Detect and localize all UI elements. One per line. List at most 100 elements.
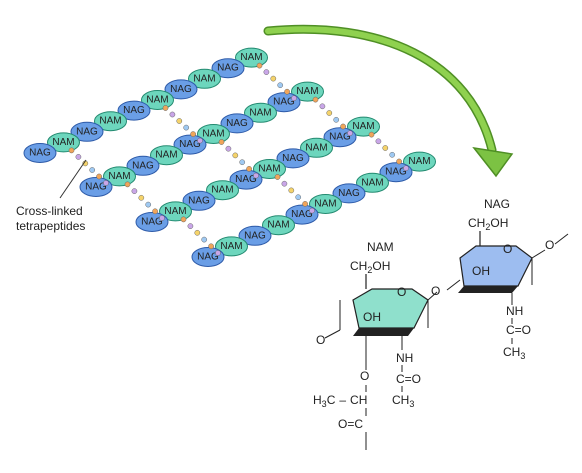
chain-1-nam-bead: NAM	[141, 90, 174, 110]
amino-acid-dot	[138, 194, 145, 201]
chain-3-nam-bead: NAM	[206, 180, 239, 201]
nam-oh: OH	[363, 310, 381, 324]
amino-acid-dot	[89, 167, 96, 173]
amino-acid-dot	[309, 207, 315, 214]
tetrapeptide-crosslink	[368, 131, 409, 172]
callout-line-1: Cross-linked	[16, 204, 83, 218]
amino-acid-dot	[124, 181, 131, 188]
chain-2-nam-bead: NAM	[150, 145, 183, 166]
nag-label: NAG	[141, 217, 163, 228]
amino-acid-dot	[281, 180, 288, 187]
chain-4-nam-bead: NAM	[356, 172, 389, 193]
amino-acid-dot	[68, 147, 75, 154]
chain-3-nag-bead: NAG	[182, 190, 216, 211]
glycosidic-o: O	[431, 284, 440, 298]
nag-nh: NH	[506, 304, 523, 318]
amino-acid-dot	[215, 250, 221, 256]
chain-4-nam-bead: NAM	[403, 151, 436, 172]
nam-label: NAM	[155, 150, 177, 161]
nag-label: NAG	[282, 153, 304, 164]
nag-structure-title: NAG	[484, 197, 510, 211]
nag-right-o: O	[545, 238, 554, 252]
amino-acid-dot	[396, 158, 402, 165]
chain-3-nam-bead: NAM	[253, 159, 286, 179]
nag-c-eq-o: C=O	[506, 323, 531, 337]
amino-acid-dot	[180, 216, 187, 223]
tetrapeptide-crosslink	[180, 216, 221, 256]
amino-acid-dot	[162, 105, 169, 111]
amino-acid-dot	[103, 180, 109, 186]
nag-label: NAG	[29, 148, 51, 159]
glycan-chains: NAMNAGNAMNAGNAMNAGNAMNAGNAMNAGNAMNAGNAMN…	[23, 47, 436, 267]
nag-label: NAG	[385, 167, 407, 178]
nam-c-eq-o: C=O	[396, 372, 421, 386]
amino-acid-dot	[302, 201, 308, 207]
tetrapeptide-crosslink	[124, 181, 165, 221]
amino-acid-dot	[208, 243, 214, 250]
amino-acid-dot	[382, 145, 389, 151]
nag-label: NAG	[76, 126, 98, 137]
amino-acid-dot	[326, 110, 333, 116]
nam-h3c-ch: H3C–CH	[313, 393, 367, 409]
nag-structure: NAG CH2OH O OH O NH C=O CH3	[458, 197, 569, 361]
amino-acid-dot	[232, 152, 239, 159]
nam-o-eq-c: O=C	[338, 417, 363, 431]
amino-acid-dot	[389, 151, 396, 158]
amino-acid-dot	[340, 123, 346, 130]
amino-acid-dot	[75, 154, 82, 160]
chain-2-nam-bead: NAM	[244, 102, 277, 123]
amino-acid-dot	[246, 166, 252, 172]
amino-acid-dot	[288, 187, 295, 194]
amino-acid-dot	[197, 137, 203, 144]
chain-3-nag-bead: NAG	[135, 212, 169, 232]
nag-oh: OH	[472, 264, 490, 278]
nam-label: NAM	[211, 185, 233, 196]
amino-acid-dot	[319, 103, 326, 110]
callout-line-2: tetrapeptides	[16, 219, 85, 233]
chain-2-nam-bead: NAM	[103, 166, 136, 187]
chain-3-nam-bead: NAM	[300, 137, 333, 158]
chain-1-nag-bead: NAG	[23, 143, 57, 163]
nam-label: NAM	[108, 171, 130, 182]
nam-label: NAM	[193, 73, 215, 84]
nam-left-o: O	[316, 333, 325, 347]
nag-ring-o: O	[503, 242, 512, 256]
amino-acid-dot	[270, 75, 277, 82]
nam-nh: NH	[396, 351, 413, 365]
chain-4-nam-bead: NAM	[309, 194, 342, 214]
amino-acid-dot	[263, 69, 270, 75]
nag-label: NAG	[291, 209, 313, 220]
nam-label: NAM	[99, 116, 121, 127]
chain-3-nag-bead: NAG	[276, 148, 310, 169]
chain-4-nam-bead: NAM	[262, 215, 295, 236]
nag-label: NAG	[329, 132, 351, 143]
chain-1-nam-bead: NAM	[235, 47, 268, 68]
chain-3-nam-bead: NAM	[159, 201, 192, 222]
transition-arrow	[263, 24, 514, 178]
chain-2-nag-bead: NAG	[220, 113, 254, 134]
tetrapeptide-crosslink	[162, 105, 203, 144]
nag-label: NAG	[170, 84, 192, 95]
chain-3-nam-bead: NAM	[347, 116, 380, 137]
chain-2-nam-bead: NAM	[197, 124, 230, 144]
nam-structure-title: NAM	[367, 240, 394, 254]
nam-label: NAM	[314, 199, 336, 210]
chain-1-nag-bead: NAG	[70, 121, 104, 142]
amino-acid-dot	[403, 165, 409, 172]
amino-acid-dot	[375, 138, 382, 145]
nag-label: NAG	[197, 252, 219, 263]
nag-label: NAG	[179, 139, 201, 150]
nam-ch2oh: CH2OH	[350, 259, 390, 275]
chain-1-nam-bead: NAM	[94, 111, 127, 132]
tetrapeptide-crosslink	[312, 96, 353, 137]
amino-acid-dot	[347, 130, 353, 137]
chain-1-nam-bead: NAM	[47, 132, 80, 153]
amino-acid-dot	[159, 215, 165, 221]
chain-1-nam-bead: NAM	[188, 68, 221, 89]
nam-label: NAM	[220, 241, 242, 252]
nam-label: NAM	[249, 107, 271, 118]
nag-label: NAG	[85, 182, 107, 193]
amino-acid-dot	[201, 236, 208, 243]
amino-acid-dot	[274, 174, 281, 180]
amino-acid-dot	[256, 62, 263, 69]
